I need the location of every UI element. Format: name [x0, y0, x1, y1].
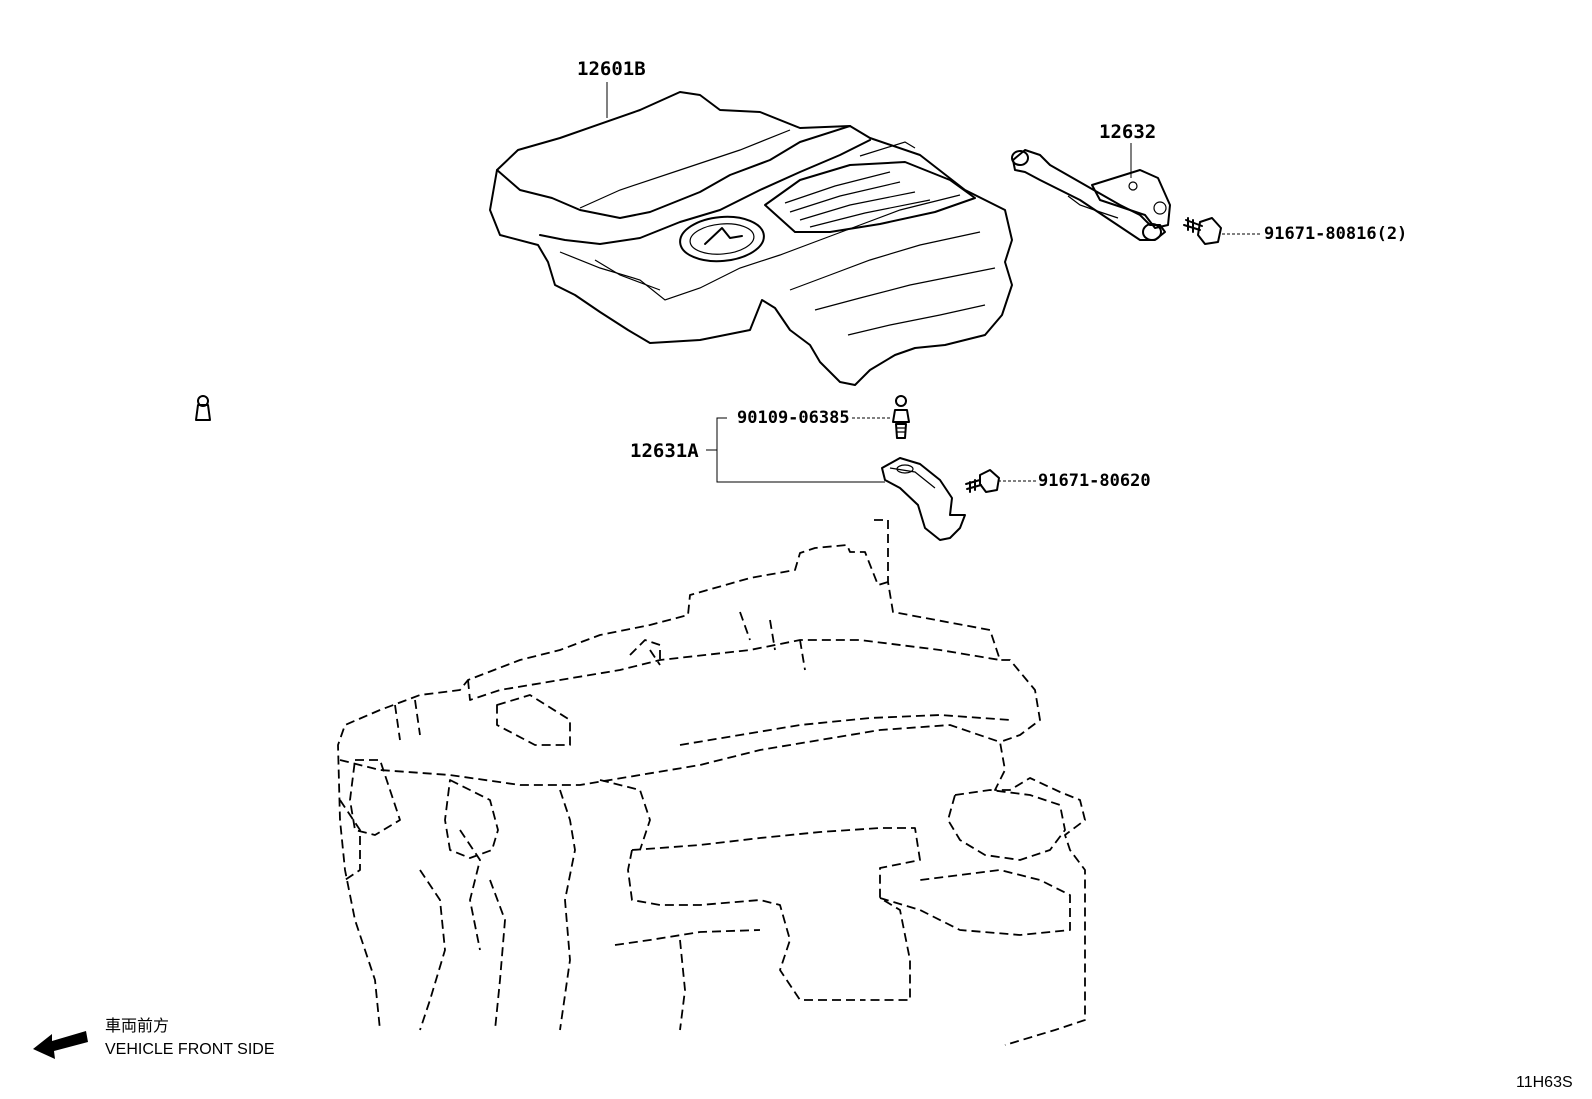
engine-phantom-outline	[337, 519, 1086, 1046]
bolt-80620-label: 91671-80620	[1038, 471, 1151, 491]
bolt-91671-80816[interactable]	[1183, 217, 1222, 245]
bolt-91671-80620[interactable]	[965, 469, 1000, 493]
direction-label-jp: 車両前方	[105, 1017, 169, 1035]
pin-label: 90109-06385	[737, 408, 850, 428]
bolt-80816-label: 91671-80816(2)	[1264, 224, 1407, 244]
pin-90109-06385[interactable]	[195, 395, 211, 421]
engine-cover-label: 12601B	[577, 58, 646, 80]
bracket-label: 12631A	[630, 440, 699, 462]
cover-bracket[interactable]	[881, 457, 966, 541]
front-direction-arrow-icon	[33, 1031, 88, 1059]
figure-code: 11H63S	[1516, 1074, 1573, 1091]
engine-cover[interactable]	[489, 91, 1013, 386]
stay-label: 12632	[1099, 121, 1156, 143]
cover-stay[interactable]	[1011, 149, 1171, 241]
pin-90109-06385-part[interactable]	[892, 395, 910, 439]
direction-label-en: VEHICLE FRONT SIDE	[105, 1041, 275, 1058]
